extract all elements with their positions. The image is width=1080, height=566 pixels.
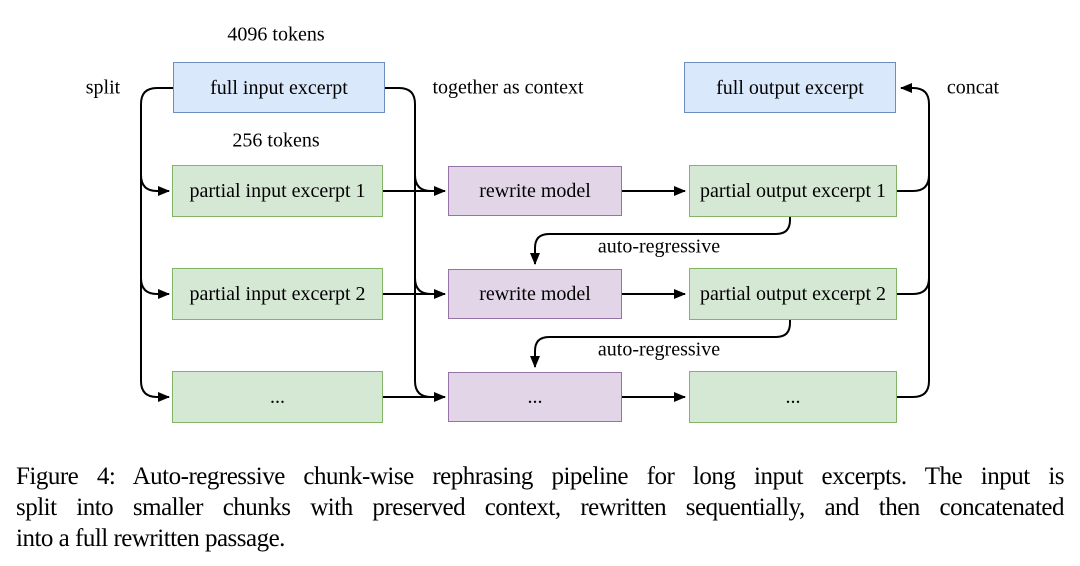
caption-line-3: into a full rewritten passage.: [16, 525, 285, 552]
caption-line-2: split into smaller chunks with preserved…: [16, 494, 1065, 521]
partial-input-excerpt-1-box: partial input excerpt 1: [172, 165, 383, 217]
concat-branch-2: [897, 277, 930, 295]
tokens-4096-label: 4096 tokens: [227, 23, 325, 46]
rewrite-model-2-box: rewrite model: [448, 269, 622, 319]
full-input-excerpt-box: full input excerpt: [173, 62, 385, 113]
split-line: [140, 87, 173, 402]
split-branch-2: [140, 277, 170, 299]
concat-line: [900, 83, 930, 381]
partial-output-excerpt-2-box: partial output excerpt 2: [689, 268, 897, 320]
rewrite-model-more-box: ...: [448, 372, 622, 422]
auto-regressive-arrow-1: [530, 217, 791, 265]
full-output-excerpt-box: full output excerpt: [684, 62, 896, 113]
auto-regressive-arrow-2: [530, 320, 791, 368]
context-branch-1: [414, 174, 436, 192]
concat-label: concat: [946, 76, 1000, 99]
partial-input-excerpt-2-box: partial input excerpt 2: [172, 268, 383, 320]
partial-output-excerpt-more-box: ...: [689, 371, 897, 423]
context-branch-2: [414, 277, 436, 295]
together-as-context-label: together as context: [432, 76, 584, 99]
auto-regressive-label-2: auto-regressive: [597, 338, 721, 361]
tokens-256-label: 256 tokens: [232, 129, 320, 152]
partial-input-excerpt-more-box: ...: [172, 371, 383, 423]
concat-branch-3: [897, 380, 930, 398]
split-branch-1: [140, 174, 170, 196]
figure-caption: Figure 4: Auto-regressive chunk-wise rep…: [16, 461, 1065, 554]
caption-line-1: Figure 4: Auto-regressive chunk-wise rep…: [16, 463, 1065, 490]
auto-regressive-label-1: auto-regressive: [597, 235, 721, 258]
partial-output-excerpt-1-box: partial output excerpt 1: [689, 165, 897, 217]
split-label: split: [85, 76, 121, 99]
rewrite-model-1-box: rewrite model: [448, 166, 622, 216]
concat-branch-1: [897, 174, 930, 192]
context-line: [385, 87, 436, 398]
